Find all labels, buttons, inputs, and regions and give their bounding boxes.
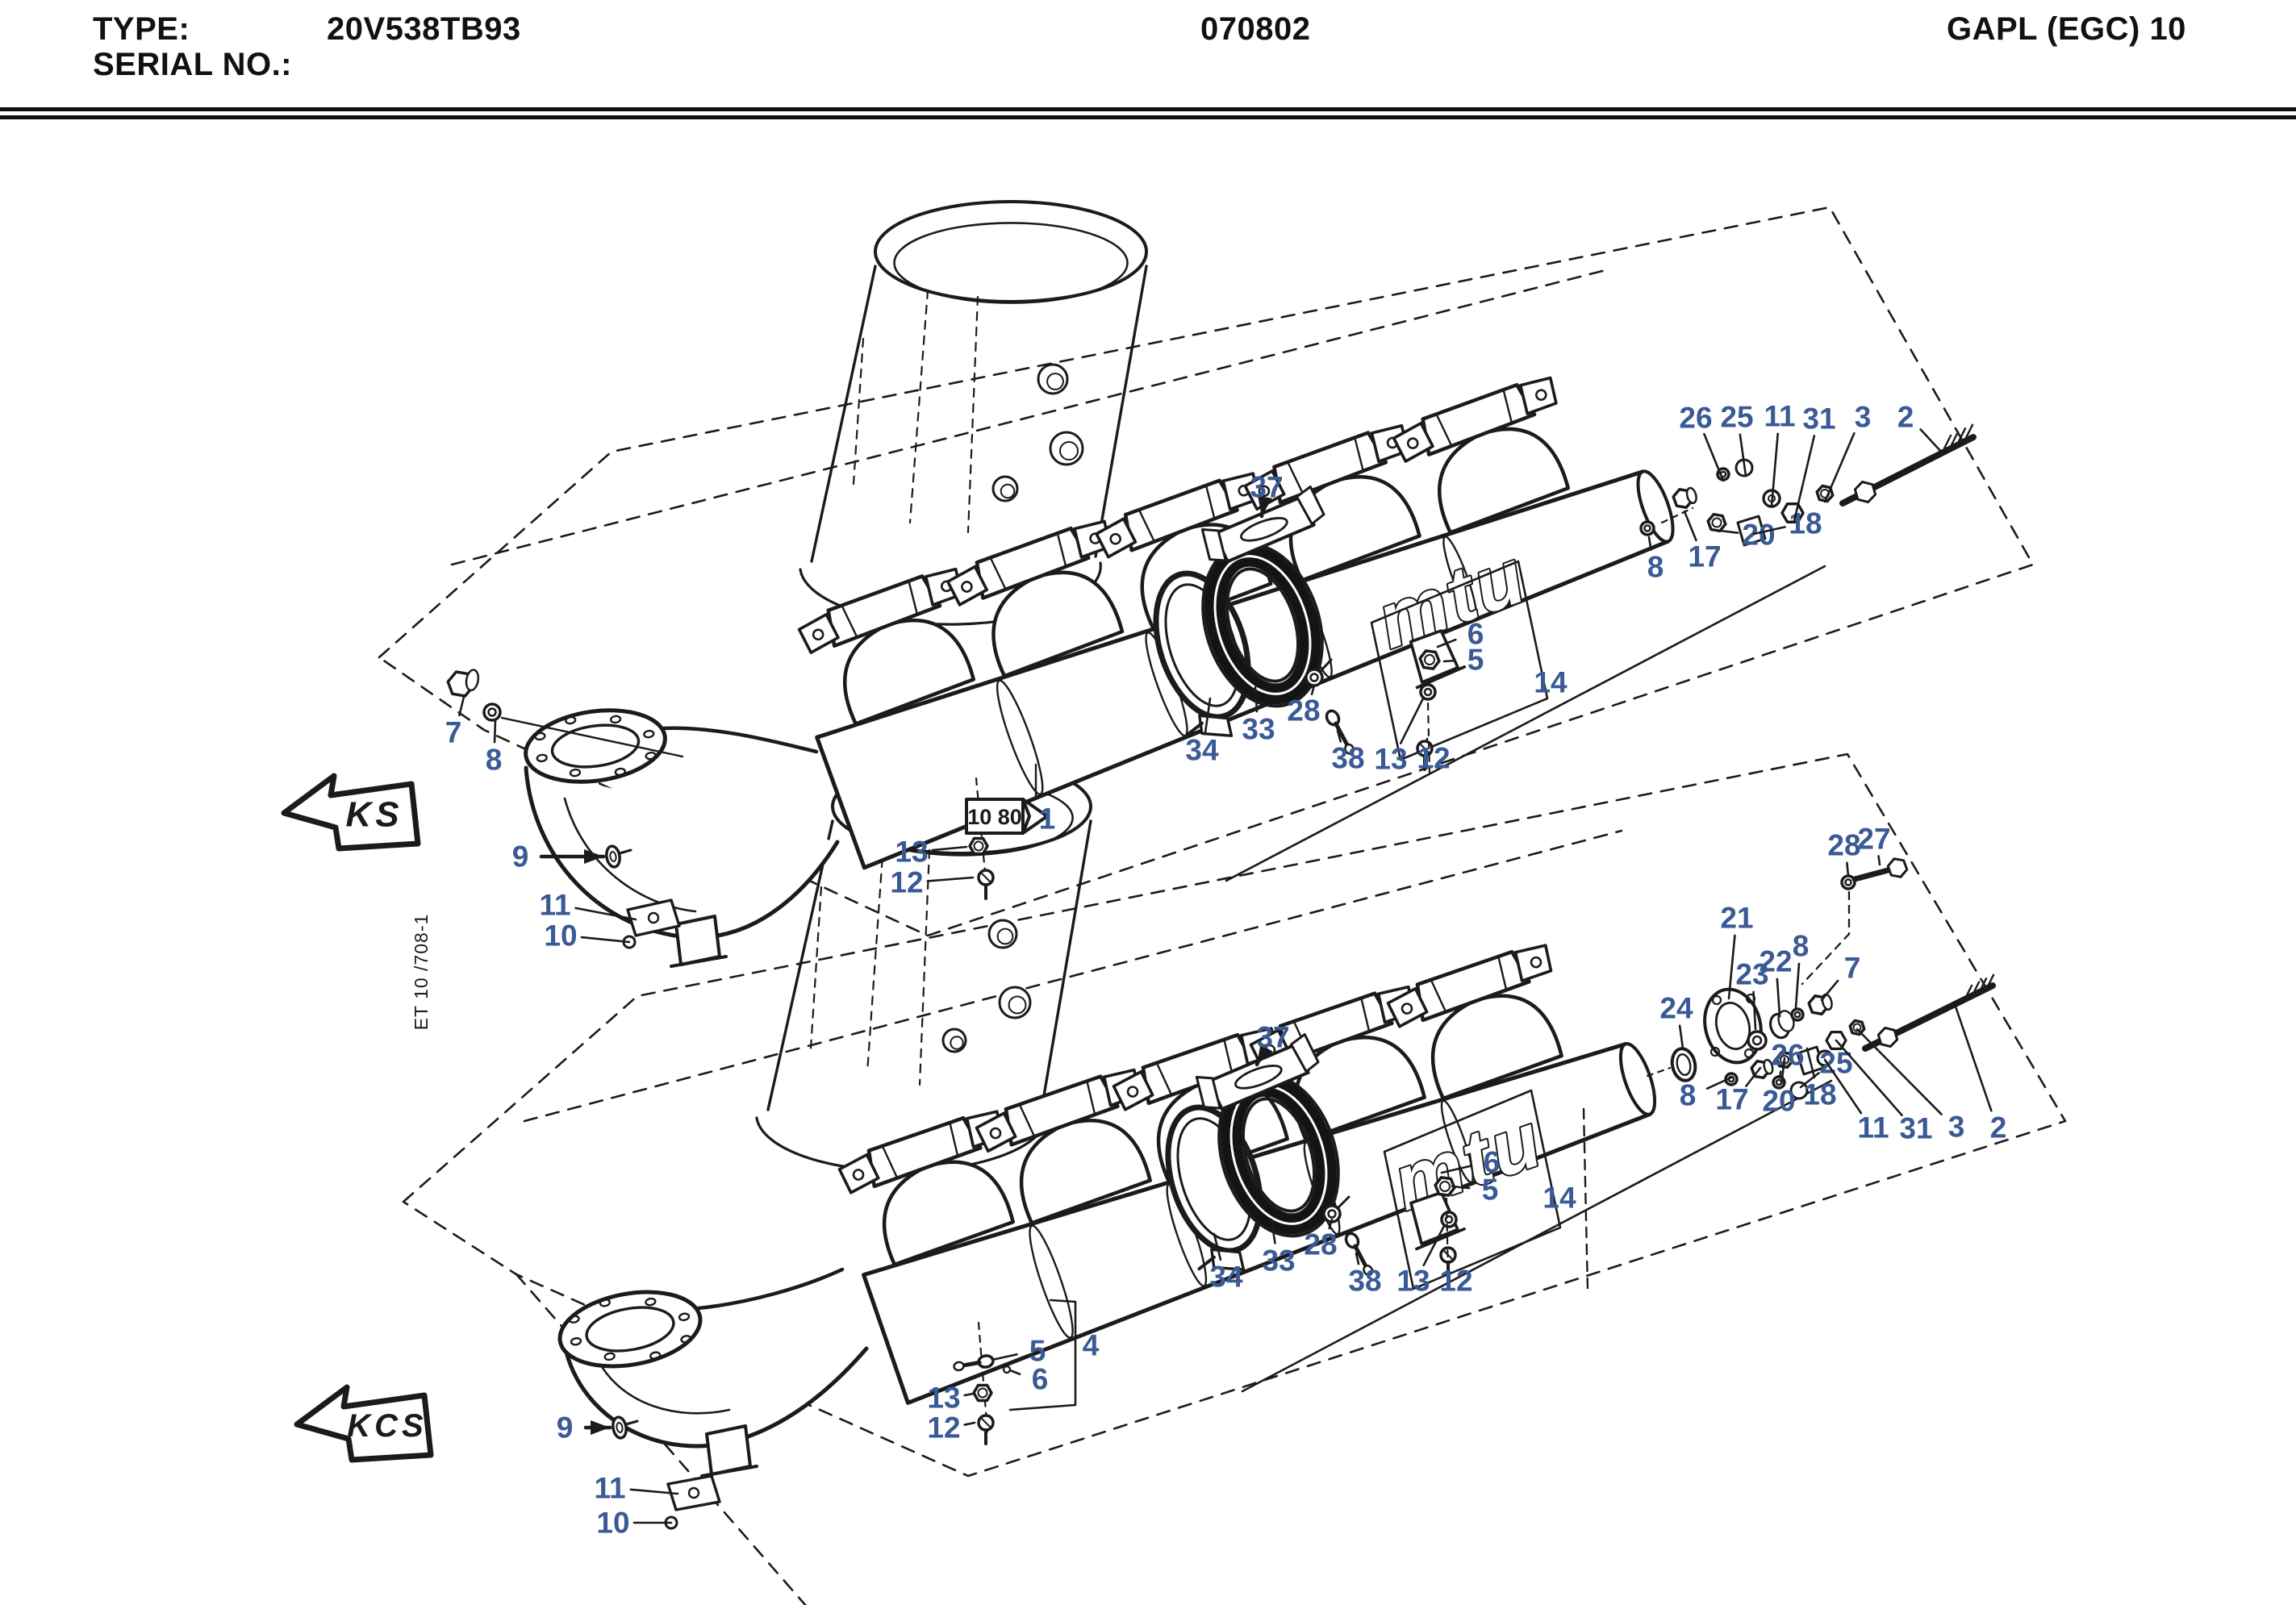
callout-bottom-23-21: 23 (1735, 958, 1768, 991)
callout-bottom-7-24: 7 (1844, 952, 1861, 985)
callout-top-28-11: 28 (1287, 694, 1320, 727)
callout-bottom-4-15: 4 (1083, 1329, 1100, 1362)
callout-top-34-9: 34 (1185, 734, 1219, 767)
callout-top-13-13: 13 (1374, 743, 1407, 776)
annotations: KS KCS 10 80 ET 10 /708-1 (281, 763, 1049, 1463)
callout-bottom-18-31: 18 (1803, 1078, 1836, 1111)
callout-bottom-34-4: 34 (1209, 1261, 1243, 1294)
hardware-top (446, 423, 1977, 949)
direction-arrow-kcs-shape (294, 1384, 434, 1463)
callout-top-11-3: 11 (539, 889, 570, 922)
callout-bottom-9-0: 9 (557, 1411, 574, 1444)
direction-arrow-ks-shape (281, 773, 421, 852)
callout-bottom-6-14: 6 (1032, 1363, 1049, 1396)
callout-top-18-21: 18 (1789, 507, 1822, 540)
callout-bottom-10-2: 10 (596, 1507, 629, 1540)
callout-top-26-22: 26 (1679, 402, 1712, 435)
group-code: GAPL (EGC) 10 (1947, 11, 2186, 47)
callout-bottom-13-16: 13 (927, 1382, 960, 1415)
callout-bottom-11-1: 11 (594, 1472, 625, 1505)
type-label: TYPE: (93, 11, 190, 47)
callout-bottom-2-35: 2 (1990, 1111, 2007, 1144)
header-rule-2 (0, 115, 2296, 119)
callout-bottom-37-3: 37 (1256, 1021, 1289, 1054)
callout-top-13-5: 13 (895, 836, 928, 869)
callout-bottom-14-12: 14 (1542, 1182, 1576, 1215)
manifold-assembly-bottom: mtu (557, 944, 1657, 1478)
callout-top-9-2: 9 (512, 840, 529, 873)
callout-bottom-8-23: 8 (1793, 930, 1810, 963)
callout-bottom-13-8: 13 (1396, 1265, 1430, 1298)
callout-top-10-4: 10 (544, 919, 577, 953)
callout-bottom-31-33: 31 (1899, 1112, 1932, 1145)
callout-bottom-12-17: 12 (927, 1411, 960, 1444)
callout-top-38-12: 38 (1331, 742, 1364, 775)
callout-bottom-22-22: 22 (1759, 945, 1792, 978)
callout-top-20-20: 20 (1742, 519, 1775, 552)
callout-top-37-8: 37 (1250, 471, 1283, 504)
callout-top-17-19: 17 (1688, 540, 1721, 573)
callout-bottom-12-9: 12 (1439, 1265, 1472, 1298)
callout-top-33-10: 33 (1242, 713, 1275, 746)
callout-bottom-3-34: 3 (1948, 1111, 1965, 1144)
callout-top-14-17: 14 (1534, 666, 1568, 699)
manifold-assembly-top: mtu (524, 376, 1675, 968)
callout-top-6-15: 6 (1467, 618, 1484, 651)
callout-top-8-18: 8 (1647, 551, 1664, 584)
direction-arrow-kcs-label: KCS (347, 1408, 427, 1444)
callout-top-31-25: 31 (1802, 402, 1835, 436)
callout-top-3-26: 3 (1855, 401, 1872, 434)
callout-bottom-8-28: 8 (1680, 1079, 1697, 1112)
figure-box-label: 10 80 (967, 805, 1022, 829)
callout-top-5-16: 5 (1467, 644, 1484, 677)
serial-label: SERIAL NO.: (93, 47, 293, 82)
callout-top-1-7: 1 (1039, 802, 1056, 836)
type-value: 20V538TB93 (327, 11, 521, 47)
callout-top-2-27: 2 (1897, 401, 1914, 434)
callout-top-7-0: 7 (445, 716, 462, 749)
callout-top-11-24: 11 (1764, 400, 1795, 433)
callout-bottom-17-29: 17 (1715, 1083, 1748, 1116)
engine-block-outline-top (378, 200, 2035, 937)
callout-bottom-27-19: 27 (1857, 823, 1890, 856)
callout-bottom-33-5: 33 (1262, 1244, 1295, 1278)
callout-bottom-28-6: 28 (1304, 1228, 1337, 1261)
callout-top-25-23: 25 (1720, 401, 1753, 434)
callout-bottom-26-26: 26 (1771, 1039, 1804, 1072)
callout-bottom-6-10: 6 (1484, 1146, 1501, 1179)
callout-top-12-6: 12 (890, 866, 923, 899)
callout-top-12-14: 12 (1417, 742, 1450, 775)
callout-bottom-24-25: 24 (1659, 992, 1693, 1025)
direction-arrow-ks-label: KS (345, 795, 403, 835)
callout-bottom-20-30: 20 (1762, 1085, 1795, 1118)
callout-bottom-5-11: 5 (1482, 1174, 1499, 1207)
header-rule-1 (0, 107, 2296, 111)
callout-bottom-11-32: 11 (1857, 1111, 1889, 1144)
callout-bottom-38-7: 38 (1348, 1265, 1381, 1298)
callout-bottom-5-13: 5 (1029, 1335, 1046, 1368)
callout-bottom-21-20: 21 (1720, 902, 1753, 935)
callout-bottom-28-18: 28 (1827, 829, 1860, 862)
drawing-number: ET 10 /708-1 (411, 914, 432, 1031)
callout-top-8-1: 8 (486, 744, 503, 777)
doc-number: 070802 (1200, 11, 1311, 47)
